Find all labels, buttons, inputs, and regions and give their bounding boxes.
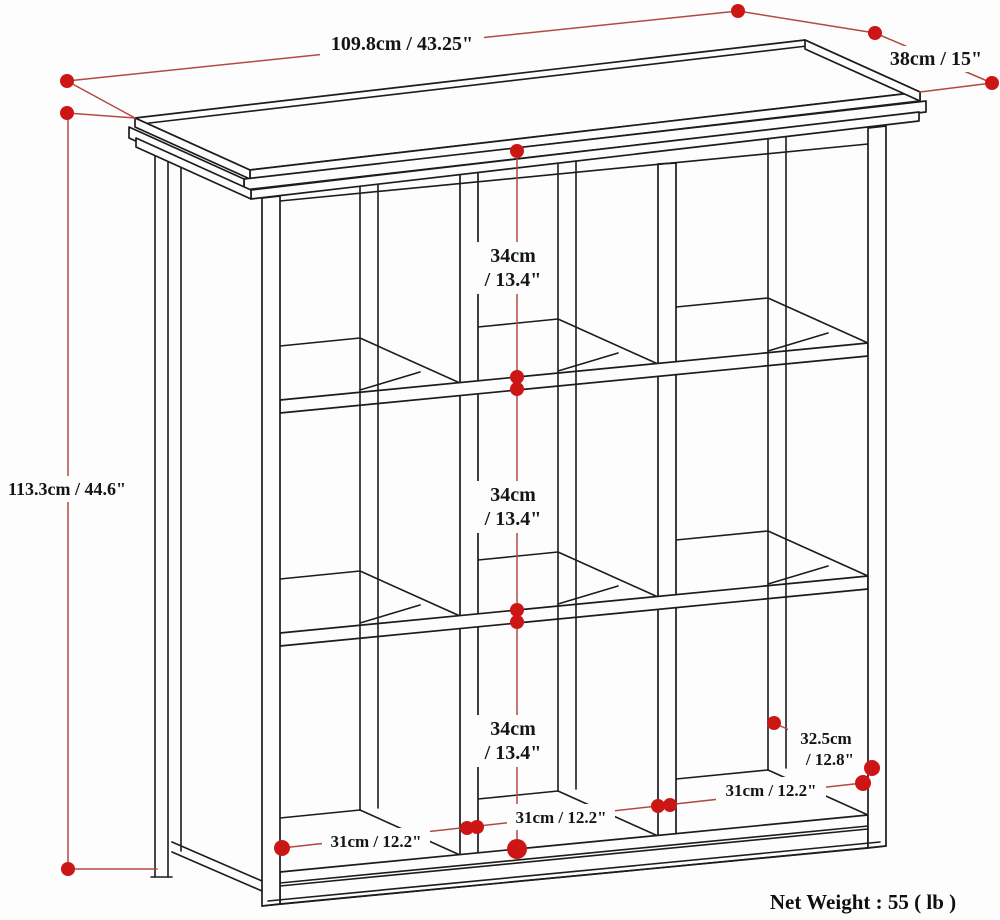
carcass-frame [261,125,887,907]
label-backgrounds [1,30,988,854]
height-label: 113.3cm / 44.6" [8,479,126,499]
width-label: 109.8cm / 43.25" [331,33,473,55]
cube-depth-label-cm: 32.5cm [800,729,851,748]
cube-width-label-3: 31cm / 12.2" [725,781,816,800]
depth-label: 38cm / 15" [890,48,982,70]
net-weight-label: Net Weight : 55 ( lb ) [770,890,956,914]
cube-depth-label-in: / 12.8" [805,750,854,769]
cube-height-label-2-cm: 34cm [490,484,536,506]
cube-back-edges [359,136,787,811]
dimension-labels: 109.8cm / 43.25" 38cm / 15" 113.3cm / 44… [8,33,982,914]
dimension-points [60,4,999,876]
cube-width-label-2: 31cm / 12.2" [515,808,606,827]
cube-width-label-1: 31cm / 12.2" [330,832,421,851]
cube-height-label-1-cm: 34cm [490,245,536,267]
top-assembly [128,39,927,200]
back-left-post [150,155,263,892]
cube-height-label-2-in: / 13.4" [484,508,542,530]
cube-height-label-1-in: / 13.4" [484,269,542,291]
cube-height-label-3-cm: 34cm [490,718,536,740]
cube-interior-lines [279,110,869,856]
cube-height-label-3-in: / 13.4" [484,742,542,764]
bookcase-drawing [128,39,927,907]
